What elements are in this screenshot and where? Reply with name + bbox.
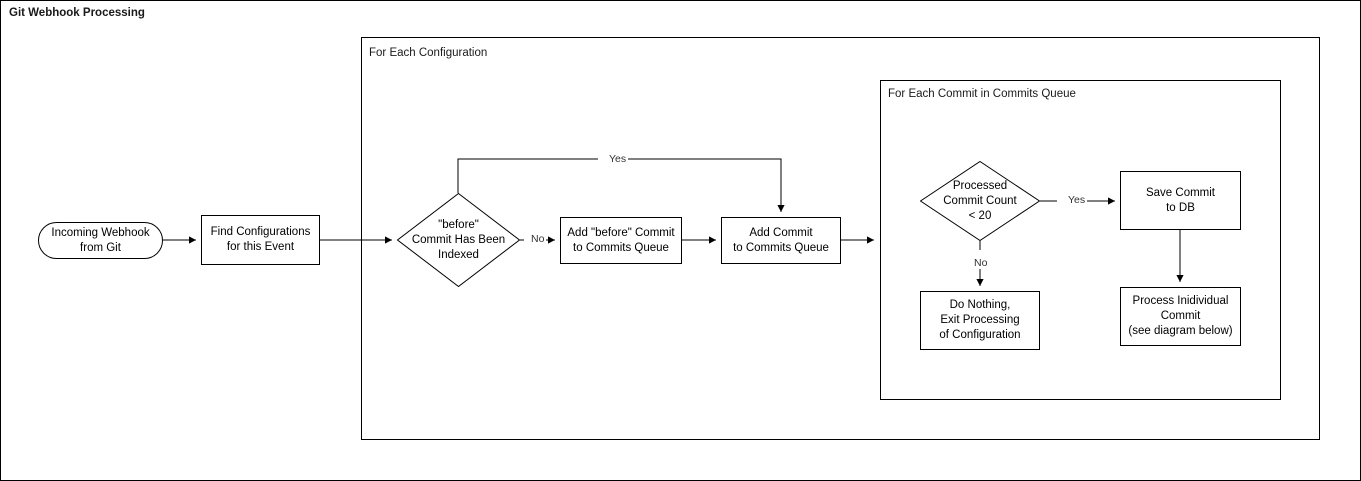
process-node-find-configurations: Find Configurations for this Event xyxy=(201,215,320,265)
process-node-do-nothing: Do Nothing, Exit Processing of Configura… xyxy=(920,291,1040,350)
group-box-for-each-configuration xyxy=(361,37,1320,440)
edge-label-label-no-before: No xyxy=(529,233,547,245)
node-label-add-before-commit: Add "before" Commit to Commits Queue xyxy=(567,226,675,254)
group-box-for-each-commit xyxy=(880,80,1281,400)
process-node-add-commit: Add Commit to Commits Queue xyxy=(721,217,841,264)
process-node-process-individual-commit: Process Inidividual Commit (see diagram … xyxy=(1120,287,1241,346)
node-label-processed-commit-count: Processed Commit Count < 20 xyxy=(943,179,1017,222)
node-label-find-configurations: Find Configurations for this Event xyxy=(210,226,311,253)
page-title: Git Webhook Processing xyxy=(9,7,145,19)
terminator-node-incoming-webhook: Incoming Webhook from Git xyxy=(38,222,163,259)
edge-label-label-yes-count: Yes xyxy=(1066,194,1088,206)
node-label-do-nothing: Do Nothing, Exit Processing of Configura… xyxy=(939,299,1021,341)
arrowhead-webhook-to-find xyxy=(189,236,196,244)
process-node-save-commit-to-db: Save Commit to DB xyxy=(1120,171,1241,230)
node-label-incoming-webhook: Incoming Webhook from Git xyxy=(51,226,150,254)
edge-label-label-yes-before: Yes xyxy=(607,153,629,165)
decision-node-processed-commit-count: Processed Commit Count < 20 xyxy=(920,161,1040,241)
group-label-for-each-configuration: For Each Configuration xyxy=(369,47,488,59)
process-node-add-before-commit: Add "before" Commit to Commits Queue xyxy=(560,217,682,264)
group-label-for-each-commit: For Each Commit in Commits Queue xyxy=(888,88,1076,100)
node-label-before-commit-indexed: "before" Commit Has Been Indexed xyxy=(411,218,506,261)
edge-label-label-no-count: No xyxy=(972,257,990,269)
node-label-add-commit: Add Commit to Commits Queue xyxy=(733,226,829,254)
node-label-process-individual-commit: Process Inidividual Commit (see diagram … xyxy=(1128,295,1233,337)
node-label-save-commit-to-db: Save Commit to DB xyxy=(1145,186,1216,214)
decision-node-before-commit-indexed: "before" Commit Has Been Indexed xyxy=(397,193,520,287)
